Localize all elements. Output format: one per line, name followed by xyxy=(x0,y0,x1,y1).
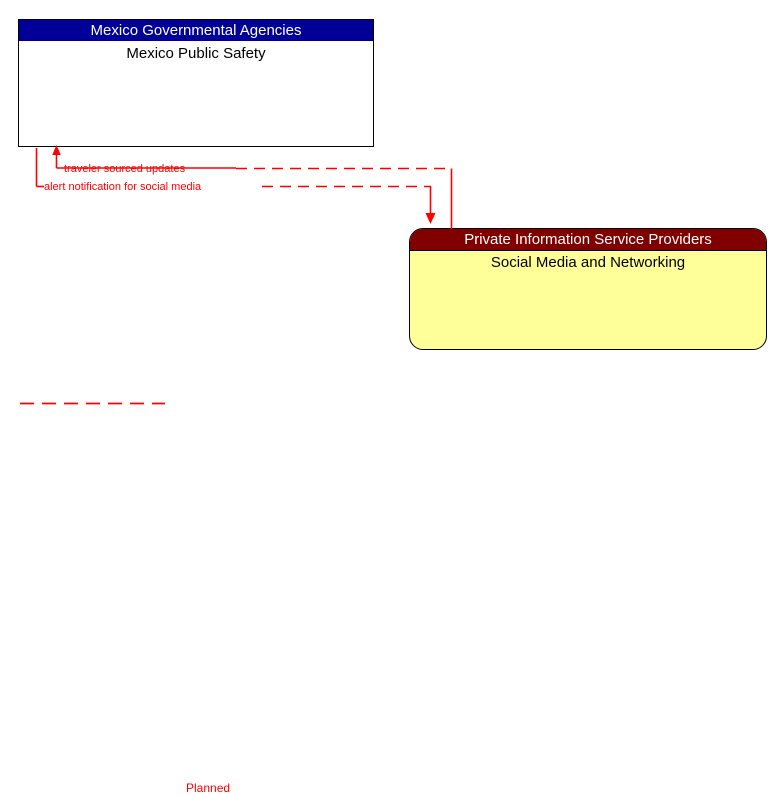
entity-name-label: Mexico Public Safety xyxy=(126,45,266,62)
entity-box-mexico-public-safety[interactable]: Mexico Governmental Agencies Mexico Publ… xyxy=(18,19,374,147)
entity-box-social-media-and-networking[interactable]: Private Information Service Providers So… xyxy=(409,228,767,350)
entity-stakeholder-header: Mexico Governmental Agencies xyxy=(19,20,373,41)
entity-stakeholder-header: Private Information Service Providers xyxy=(410,229,766,251)
entity-name-label: Social Media and Networking xyxy=(490,254,686,271)
legend-label-planned: Planned xyxy=(186,781,231,795)
legend: Planned xyxy=(0,385,783,795)
legend-line-planned xyxy=(20,402,165,405)
flow-label-alert-notification-for-social-media: alert notification for social media xyxy=(44,181,202,193)
flow-label-traveler-sourced-updates: traveler sourced updates xyxy=(64,163,186,175)
